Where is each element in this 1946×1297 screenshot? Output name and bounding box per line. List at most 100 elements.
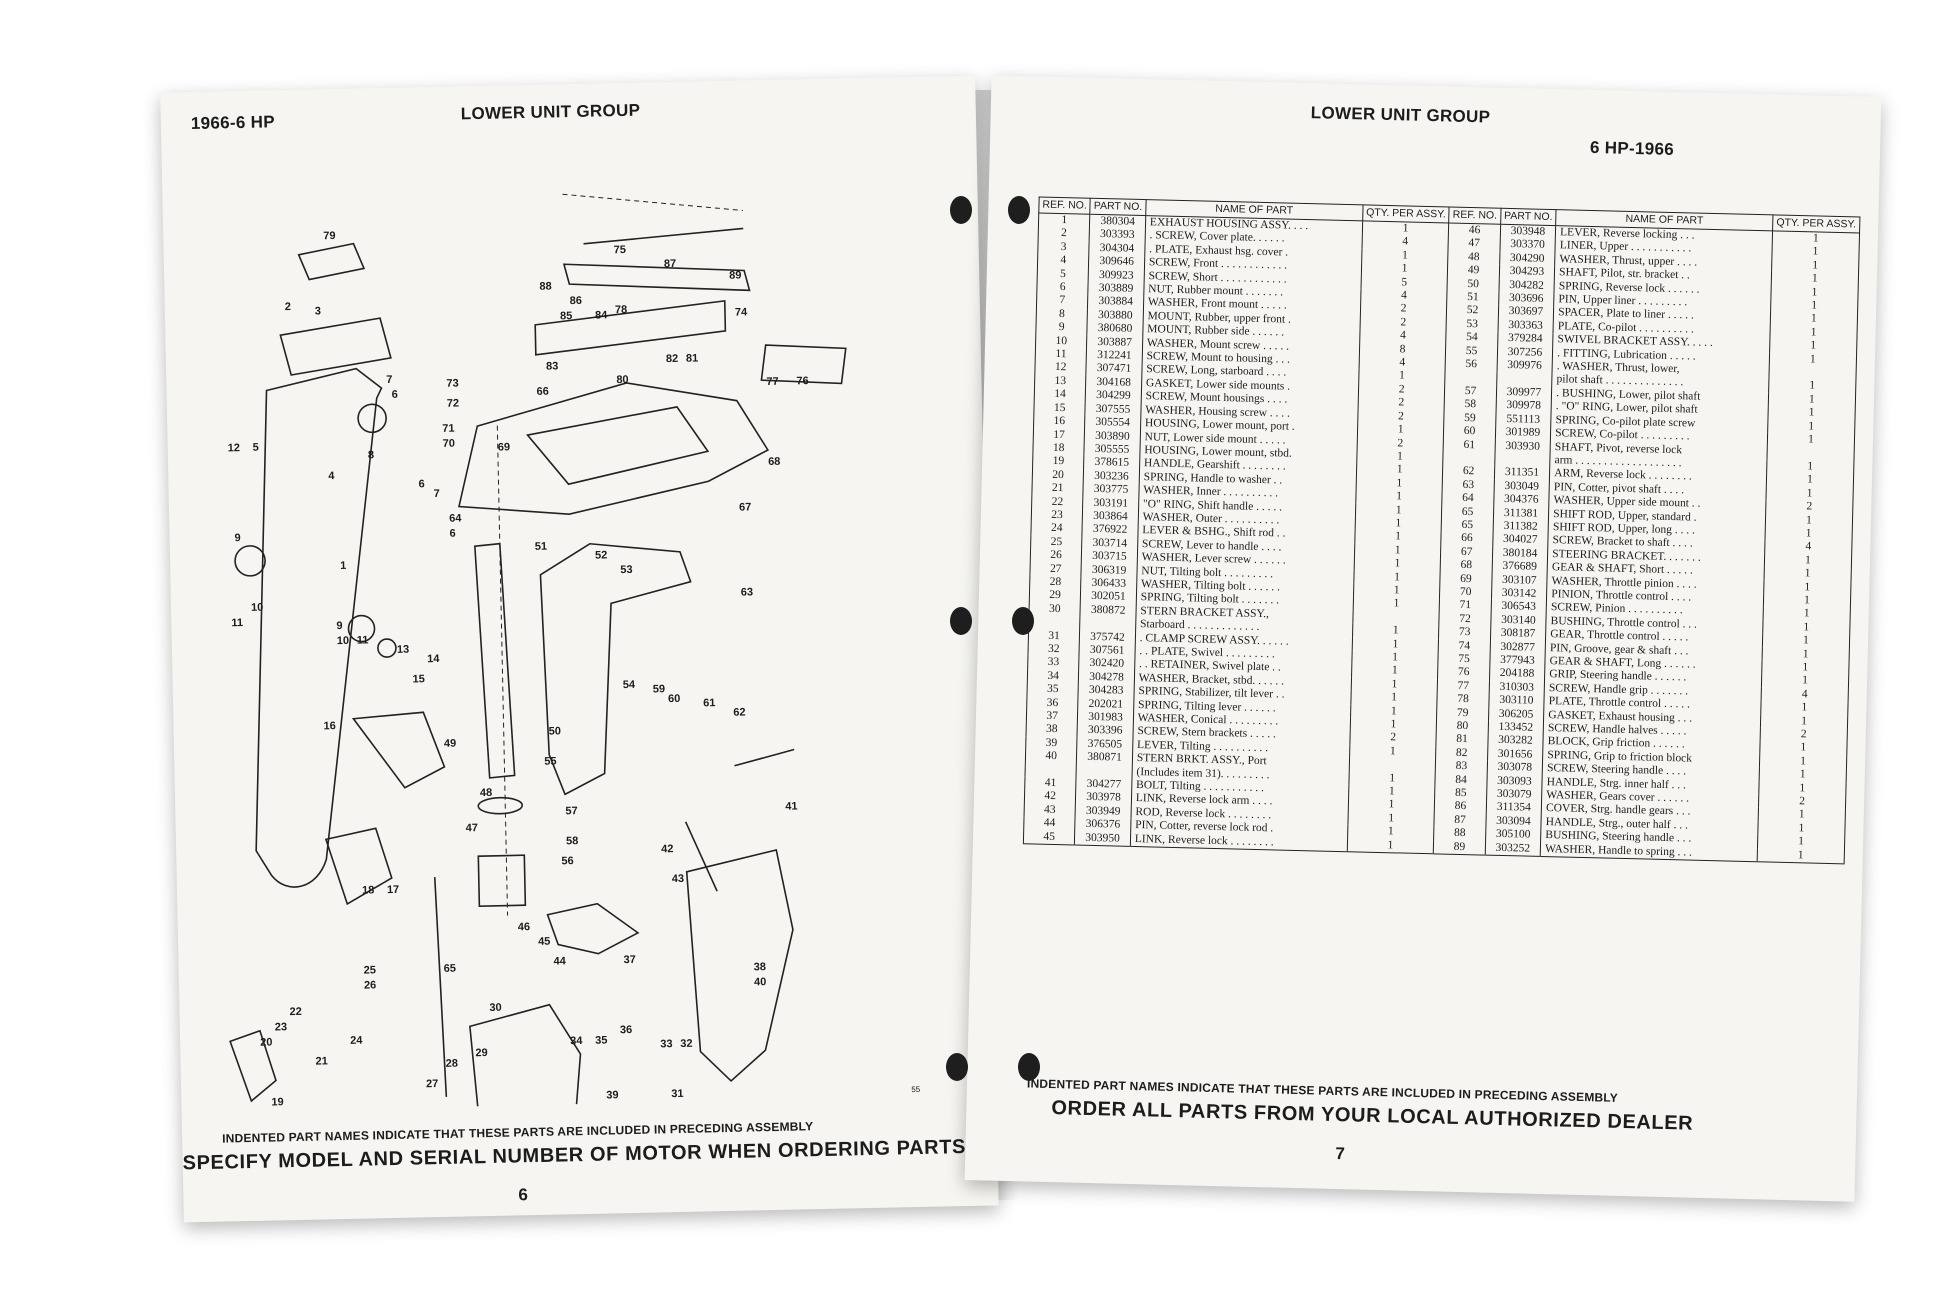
- callout: 62: [733, 707, 745, 719]
- ref-no: 65: [1441, 518, 1494, 534]
- binder-hole: [950, 196, 972, 224]
- ref-no: 62: [1442, 464, 1495, 480]
- ref-no: 32: [1027, 642, 1080, 658]
- ref-no: 6: [1036, 280, 1089, 296]
- callout: 50: [549, 725, 561, 737]
- part-no: 133452: [1487, 720, 1544, 736]
- part-no: 305555: [1084, 442, 1140, 458]
- ref-no: 46: [1448, 223, 1501, 239]
- callout: 42: [661, 843, 673, 855]
- part-no: [1079, 616, 1136, 632]
- callout: 77: [766, 376, 778, 388]
- callout: 3: [315, 305, 321, 317]
- ref-no: 14: [1034, 387, 1086, 403]
- part-no: 303252: [1484, 841, 1541, 857]
- part-no: 302877: [1489, 640, 1546, 655]
- callout: 25: [364, 964, 376, 976]
- callout: 49: [444, 738, 456, 750]
- left-page-number: 6: [518, 1185, 529, 1205]
- part-no: 303142: [1491, 586, 1547, 602]
- callout: 14: [427, 653, 440, 665]
- part-no: 304299: [1085, 388, 1142, 404]
- ref-no: 3: [1037, 240, 1090, 255]
- exploded-parts-diagram: 79 2 3 12 5 4 7 6 8 9 10 11 1 73 72 71 7…: [228, 193, 921, 1112]
- ref-no: 16: [1033, 414, 1086, 430]
- part-no: 380184: [1492, 546, 1548, 562]
- part-no: 303140: [1490, 613, 1547, 629]
- ref-no: 78: [1437, 692, 1489, 708]
- part-no: 303864: [1082, 509, 1139, 525]
- part-no: 302051: [1080, 590, 1137, 605]
- binder-hole: [950, 607, 972, 635]
- part-no: 304277: [1076, 777, 1132, 793]
- part-no: 380304: [1089, 214, 1146, 230]
- ref-no: 55: [1445, 344, 1498, 359]
- part-no: 303049: [1493, 479, 1550, 495]
- part-no: 306376: [1075, 817, 1131, 833]
- binder-hole: [1018, 1053, 1040, 1081]
- callout: 48: [480, 787, 492, 799]
- ref-no: 4: [1037, 253, 1090, 269]
- part-no: [1496, 372, 1553, 387]
- part-no: 307256: [1497, 345, 1553, 361]
- part-no: 378615: [1083, 455, 1140, 471]
- callout: 19: [271, 1096, 283, 1108]
- part-no: 303775: [1083, 482, 1139, 498]
- callout: 55: [544, 756, 556, 768]
- callout: 85: [560, 310, 572, 322]
- part-no: 204188: [1489, 667, 1545, 682]
- callout: 87: [664, 258, 676, 270]
- ref-no: [1445, 370, 1497, 386]
- part-no: 303884: [1087, 295, 1144, 310]
- ref-no: 59: [1444, 411, 1496, 426]
- part-no: 305100: [1485, 827, 1542, 843]
- part-no: 303887: [1086, 335, 1143, 351]
- ref-no: 54: [1446, 330, 1498, 346]
- callout: 11: [231, 617, 243, 629]
- part-no: 303236: [1083, 469, 1140, 485]
- part-no: 310303: [1488, 680, 1545, 696]
- callout: 7: [434, 488, 440, 500]
- part-no: 311351: [1494, 466, 1550, 481]
- ref-no: 2: [1038, 226, 1090, 242]
- ref-no: 1: [1038, 212, 1091, 229]
- ref-no: 58: [1444, 397, 1497, 413]
- part-no: 306205: [1488, 707, 1544, 723]
- part-no: 304283: [1078, 683, 1135, 699]
- callout: 21: [315, 1055, 327, 1067]
- callout: 66: [536, 386, 548, 398]
- pilot-shaft-shape: [473, 542, 516, 779]
- callout: 8: [368, 449, 374, 461]
- ref-no: 88: [1433, 826, 1486, 842]
- binder-hole: [946, 1053, 968, 1081]
- callout: 9: [336, 620, 342, 632]
- callout: 63: [741, 586, 753, 598]
- part-no: 311354: [1485, 801, 1542, 816]
- callout: 64: [449, 512, 462, 524]
- callout: 88: [539, 281, 551, 293]
- ref-no: 47: [1448, 236, 1501, 252]
- ref-no: 89: [1433, 840, 1486, 856]
- part-no: 376922: [1082, 522, 1138, 538]
- ref-no: 31: [1028, 628, 1080, 644]
- callout: 13: [397, 644, 409, 656]
- ref-no: 23: [1031, 508, 1083, 523]
- callout: 40: [754, 976, 766, 988]
- ref-no: 81: [1436, 732, 1488, 748]
- part-no: 551113: [1495, 412, 1552, 428]
- ref-no: 33: [1027, 655, 1080, 671]
- ref-no: 67: [1440, 545, 1493, 560]
- ref-no: 63: [1442, 478, 1495, 493]
- callout: 76: [796, 375, 808, 387]
- part-no: 303393: [1089, 228, 1146, 243]
- callout: 37: [623, 954, 635, 966]
- ref-no: 49: [1447, 263, 1500, 279]
- ref-no: 19: [1032, 454, 1085, 470]
- part-no: 309976: [1496, 358, 1553, 374]
- callout: 52: [595, 549, 607, 561]
- ref-no: 18: [1032, 441, 1085, 456]
- steering-bracket-shape: [458, 382, 770, 515]
- part-no: 303093: [1486, 774, 1543, 790]
- ref-no: 12: [1034, 360, 1087, 376]
- callout: 57: [565, 805, 577, 817]
